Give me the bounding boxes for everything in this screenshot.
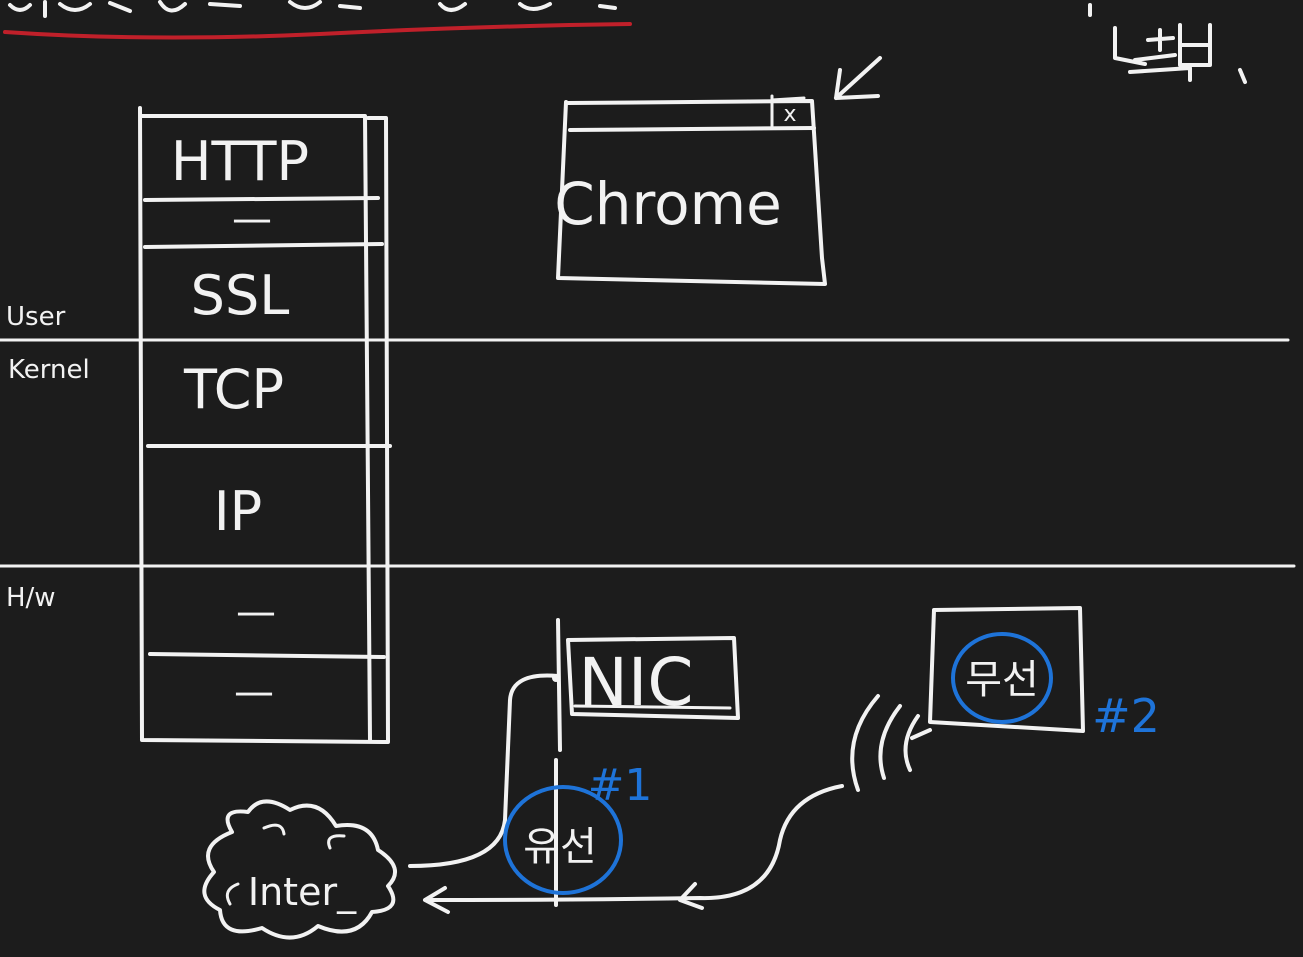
chrome-window-titlebar <box>568 126 816 132</box>
nic-bracket <box>556 618 562 752</box>
stack-divider-2 <box>143 242 384 249</box>
red-underline <box>3 22 632 40</box>
stack-outline <box>138 106 390 744</box>
return-arrow-icon <box>423 886 450 914</box>
layer-empty-1-label: — <box>232 196 272 242</box>
marker-1-label: #1 <box>588 760 653 811</box>
chrome-window: x Chrome <box>554 94 827 286</box>
protocol-stack <box>138 106 392 744</box>
marker-2-label: #2 <box>1092 689 1160 743</box>
marker-1-text: 유선 <box>523 824 597 870</box>
stack-divider-1 <box>143 196 380 202</box>
zone-hw-label: H/w <box>6 583 56 613</box>
return-cable <box>428 784 844 902</box>
zone-user-label: User <box>6 302 66 332</box>
layer-http-label: HTTP <box>171 130 309 193</box>
layer-ssl-label: SSL <box>191 264 290 327</box>
stack-divider-4 <box>148 652 386 659</box>
top-header-scribble <box>3 0 632 40</box>
layer-tcp-label: TCP <box>183 358 284 421</box>
layer-empty-3-label: — <box>234 669 274 715</box>
wireless-device-box <box>928 606 1085 733</box>
marker-2-text: 무선 <box>965 657 1039 703</box>
nic-box <box>566 636 740 720</box>
internet-label: Inter_ <box>248 870 357 914</box>
zone-kernel-label: Kernel <box>8 355 90 385</box>
top-right-note: 노드분 <box>1088 3 1247 84</box>
nic-label: NIC <box>579 644 694 721</box>
chrome-window-title: Chrome <box>554 170 782 238</box>
wired-cable <box>408 673 560 868</box>
marker-2-circle <box>951 632 1053 724</box>
cloud-outline <box>202 799 398 940</box>
marker-1-circle <box>503 785 623 895</box>
layer-ip-label: IP <box>214 480 263 543</box>
nic-card: NIC <box>556 618 740 752</box>
marker-1-group: #1 유선 <box>503 760 653 895</box>
wireless-signal-icon <box>850 694 932 792</box>
internet-cloud: Inter_ <box>202 799 398 940</box>
nic-port-dot <box>552 674 560 682</box>
top-right-text: 노드분 <box>1140 57 1146 61</box>
wireless-device: 무선 #2 <box>928 606 1160 743</box>
chrome-close-box <box>770 94 806 128</box>
layer-empty-2-label: — <box>236 589 276 635</box>
close-icon: x <box>783 102 796 127</box>
arrow-down-left-icon <box>834 56 882 100</box>
